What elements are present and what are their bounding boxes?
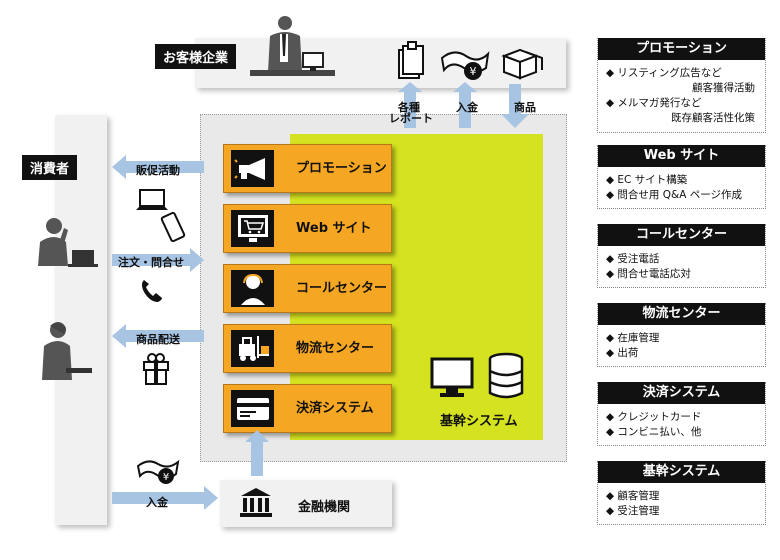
delivery-arrow-label: 商品配送 [136, 333, 180, 346]
right-panel-item: ◆ 出荷 [606, 347, 639, 359]
right-panel-item: ◆ EC サイト構築 [606, 174, 688, 186]
right-panel-core-system: 基幹システム ◆ 顧客管理 ◆ 受注管理 [597, 461, 766, 525]
product-arrow-label: 商品 [514, 101, 536, 114]
system-payment-label: 決済システム [296, 401, 374, 416]
system-website[interactable]: Web サイト [223, 204, 392, 253]
right-panel-title: Web サイト [598, 145, 765, 167]
right-panel-payment: 決済システム ◆ クレジットカード ◆ コンビニ払い、他 [597, 382, 766, 446]
forklift-icon [231, 330, 274, 367]
right-panel-title: 決済システム [598, 382, 765, 404]
database-icon [488, 352, 524, 399]
right-panel-item-cont: 顧客獲得活動 [692, 82, 755, 94]
svg-text:¥: ¥ [163, 472, 169, 483]
system-logistics[interactable]: 物流センター [223, 324, 392, 373]
top-arrows [398, 82, 529, 128]
sales-promotion-arrow-label: 販促活動 [136, 164, 180, 177]
reports-arrow-label-2: レポート [389, 112, 433, 125]
right-panel-website: Web サイト ◆ EC サイト構築 ◆ 問合せ用 Q&A ページ作成 [597, 145, 766, 209]
deposit-money-icon: ¥ [136, 459, 180, 484]
right-panel-call-center: コールセンター ◆ 受注電話 ◆ 問合せ電話応対 [597, 224, 766, 288]
right-panel-title: コールセンター [598, 224, 765, 246]
system-payment[interactable]: 決済システム [223, 384, 392, 433]
documents-icon [398, 41, 424, 79]
cart-monitor-icon [231, 210, 274, 247]
right-panel-item: ◆ 問合せ用 Q&A ページ作成 [606, 189, 743, 201]
right-panel-item: ◆ 在庫管理 [606, 332, 660, 344]
bank-icon [240, 488, 272, 517]
right-panel-item: ◆ 問合せ電話応対 [606, 268, 691, 280]
boxes-icon [501, 48, 543, 80]
consumer-woman-tablet-icon [42, 322, 92, 380]
system-call-center[interactable]: コールセンター [223, 264, 392, 313]
deposit-arrow-label: 入金 [146, 496, 168, 509]
businessman-desk-icon [250, 16, 335, 76]
yen-money-icon: ¥ [440, 51, 490, 80]
right-panel-item: ◆ 受注管理 [606, 505, 660, 517]
operator-icon [231, 270, 274, 307]
system-call-center-label: コールセンター [296, 281, 388, 296]
core-system-label: 基幹システム [440, 414, 518, 429]
consumer-man-laptop-icon [38, 218, 98, 267]
right-panel-title: 基幹システム [598, 461, 765, 483]
finance-label: 金融機関 [298, 500, 351, 515]
bottom-arrows [112, 430, 269, 510]
svg-text:¥: ¥ [470, 65, 477, 78]
system-website-label: Web サイト [296, 221, 372, 236]
orders-inquiries-arrow-label: 注文・問合せ [118, 256, 184, 269]
left-arrows [112, 155, 204, 348]
consumer-label: 消費者 [22, 155, 78, 180]
right-panel-title: プロモーション [598, 38, 765, 60]
credit-card-icon [231, 390, 274, 427]
right-panel-item: ◆ 顧客管理 [606, 490, 660, 502]
right-panel-item: ◆ クレジットカード [606, 411, 702, 423]
megaphone-icon [231, 150, 274, 187]
right-panel-item-cont: 既存顧客活性化策 [671, 112, 755, 124]
customer-company-label: お客様企業 [155, 44, 237, 69]
right-panel-logistics: 物流センター ◆ 在庫管理 ◆ 出荷 [597, 303, 766, 367]
payment-arrow-label: 入金 [456, 101, 478, 114]
right-panel-promotion: プロモーション ◆ リスティング広告など 顧客獲得活動 ◆ メルマガ発行など 既… [597, 38, 766, 133]
right-panel-item: ◆ コンビニ払い、他 [606, 426, 702, 438]
right-panel-title: 物流センター [598, 303, 765, 325]
laptop-icon [136, 189, 168, 210]
smartphone-icon [160, 211, 186, 243]
phone-icon [142, 280, 162, 302]
right-panel-item: ◆ メルマガ発行など [606, 97, 702, 109]
consumer-panel [55, 115, 107, 525]
system-promotion-label: プロモーション [296, 161, 387, 176]
system-logistics-label: 物流センター [296, 341, 375, 356]
right-panel-item: ◆ 受注電話 [606, 253, 660, 265]
monitor-icon [430, 357, 474, 397]
gift-box-icon [143, 353, 169, 385]
finance-panel[interactable] [220, 480, 392, 527]
system-promotion[interactable]: プロモーション [223, 144, 392, 193]
reports-arrow-label-1: 各種 [398, 101, 420, 114]
right-panel-item: ◆ リスティング広告など [606, 67, 722, 79]
